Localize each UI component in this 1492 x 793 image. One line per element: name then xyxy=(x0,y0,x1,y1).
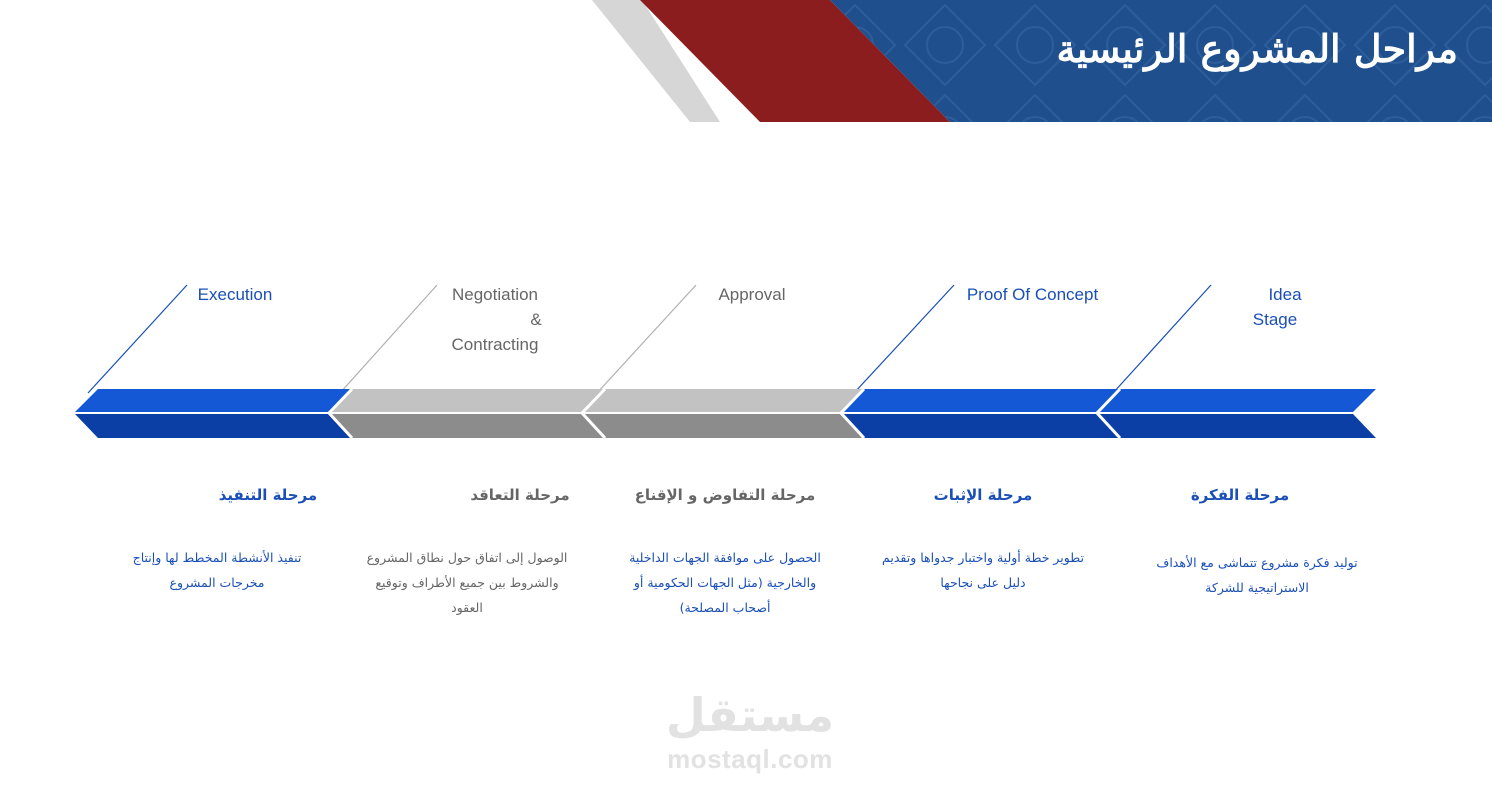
en-label-execution: Execution xyxy=(197,285,273,304)
en-label-proof: Proof Of Concept xyxy=(966,285,1099,304)
chevron-proof xyxy=(841,389,1120,438)
watermark-url: mostaql.com xyxy=(667,744,833,774)
chevron-execution xyxy=(75,389,352,438)
banner-red-stripe xyxy=(640,0,950,122)
en-label-approval: Approval xyxy=(718,285,786,304)
stage-title-idea: مرحلة الفكرة xyxy=(1190,486,1290,504)
chevron-negotiation xyxy=(329,389,605,438)
connector-line-negotiation xyxy=(339,284,438,394)
stage-title-approval: مرحلة التفاوض و الإقناع xyxy=(634,486,816,504)
stage-desc-idea: توليد فكرة مشروع تتماشى مع الأهداف الاست… xyxy=(1156,555,1358,595)
banner-silver-stripe xyxy=(592,0,720,122)
stage-desc-negotiation: الوصول إلى اتفاق حول نطاق المشروع والشرو… xyxy=(366,550,568,615)
chevron-approval xyxy=(582,389,864,438)
en-label-idea: Idea Stage xyxy=(1252,285,1302,329)
connector-line-proof xyxy=(853,284,955,394)
stage-desc-approval: الحصول على موافقة الجهات الداخلية والخار… xyxy=(629,550,821,615)
en-label-negotiation: Negotiation & Contracting xyxy=(451,285,542,354)
chevron-idea xyxy=(1097,389,1376,438)
stage-title-execution: مرحلة التنفيذ xyxy=(218,486,318,504)
connector-line-idea xyxy=(1112,284,1212,394)
stage-desc-proof: تطوير خطة أولية واختبار جدواها وتقديم دل… xyxy=(882,550,1084,590)
banner-pattern xyxy=(830,0,1492,122)
header-banner xyxy=(592,0,1492,122)
timeline-chevrons xyxy=(75,284,1376,440)
watermark-logo: مستقل xyxy=(665,688,835,742)
stage-desc-execution: تنفيذ الأنشطة المخطط لها وإنتاج مخرجات ا… xyxy=(132,550,302,590)
connector-line-execution xyxy=(87,284,188,394)
stage-title-proof: مرحلة الإثبات xyxy=(933,486,1033,504)
connector-line-approval xyxy=(596,284,697,394)
stage-title-negotiation: مرحلة التعاقد xyxy=(470,486,570,504)
page-title: مراحل المشروع الرئيسية xyxy=(1056,26,1459,71)
